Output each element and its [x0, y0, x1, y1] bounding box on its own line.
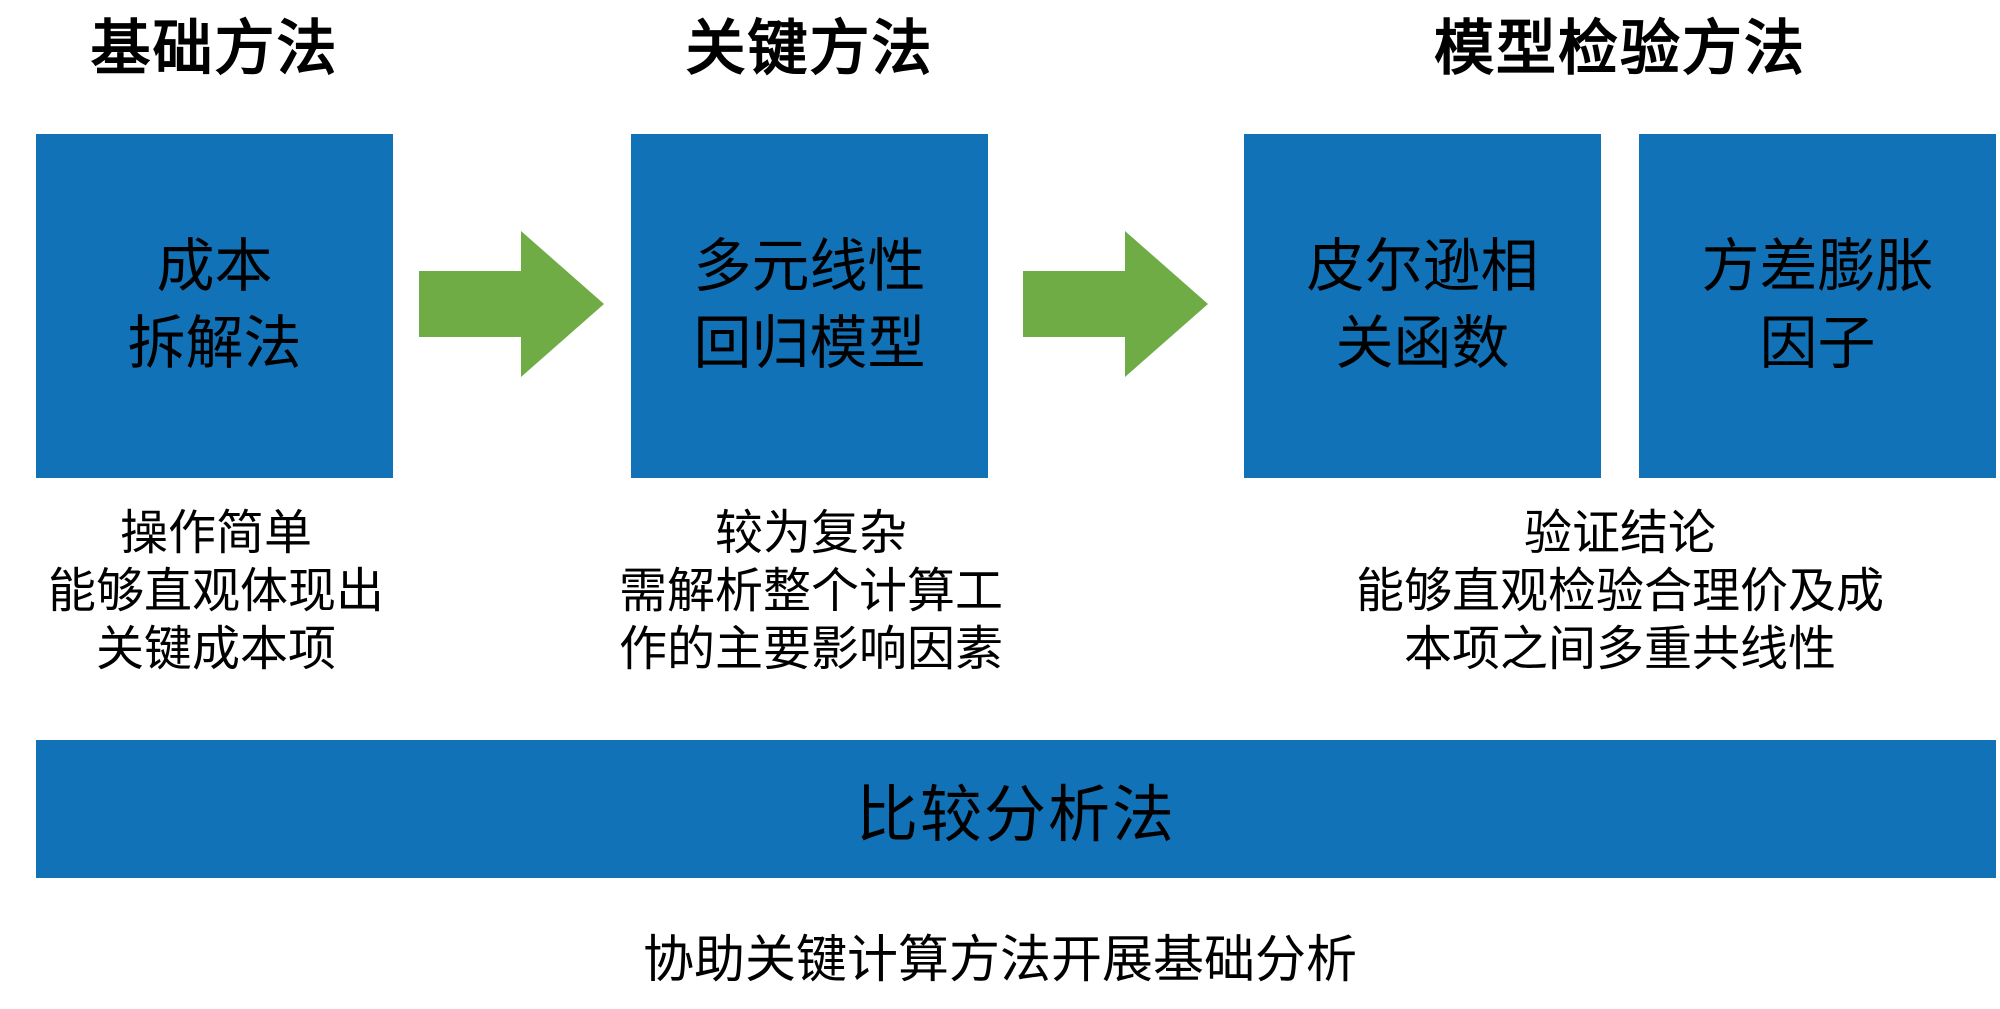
box-cost-breakdown-method: 成本 拆解法 [36, 134, 393, 478]
column-header-key-method: 关键方法 [685, 15, 934, 82]
box-variance-inflation-factor: 方差膨胀 因子 [1639, 134, 1996, 478]
box-line: 成本 [156, 234, 273, 300]
footer-note: 协助关键计算方法开展基础分析 [642, 931, 1357, 988]
box-line: 拆解法 [127, 311, 302, 376]
description-line: 本项之间多重共线性 [1403, 623, 1836, 676]
comparison-analysis-label: 比较分析法 [855, 781, 1176, 850]
description-line: 能够直观检验合理价及成 [1355, 565, 1884, 618]
box-line: 多元线性 [693, 234, 926, 300]
column-header-model-check-method: 模型检验方法 [1434, 15, 1806, 82]
arrow-right-icon [1023, 231, 1208, 377]
comparison-analysis-bar: 比较分析法 [36, 740, 1996, 878]
box-pearson-correlation: 皮尔逊相 关函数 [1244, 134, 1601, 478]
description-line: 作的主要影响因素 [618, 623, 1003, 676]
box-line: 回归模型 [693, 311, 926, 376]
box-multiple-linear-regression: 多元线性 回归模型 [631, 134, 988, 478]
description-basic-method: 操作简单 能够直观体现出 关键成本项 [6, 505, 426, 679]
description-line: 关键成本项 [95, 623, 336, 676]
description-line: 能够直观体现出 [47, 565, 384, 618]
description-model-check-method: 验证结论 能够直观检验合理价及成 本项之间多重共线性 [1250, 505, 1990, 679]
box-line: 因子 [1759, 311, 1876, 376]
description-line: 较为复杂 [714, 507, 907, 560]
box-line: 皮尔逊相 [1306, 234, 1539, 300]
description-line: 操作简单 [119, 507, 312, 560]
description-key-method: 较为复杂 需解析整个计算工 作的主要影响因素 [521, 505, 1101, 679]
box-line: 关函数 [1335, 311, 1510, 376]
description-line: 需解析整个计算工 [618, 565, 1003, 618]
description-line: 验证结论 [1523, 507, 1716, 560]
column-header-basic-method: 基础方法 [90, 15, 339, 82]
arrow-right-icon [419, 231, 604, 377]
box-line: 方差膨胀 [1701, 234, 1934, 300]
